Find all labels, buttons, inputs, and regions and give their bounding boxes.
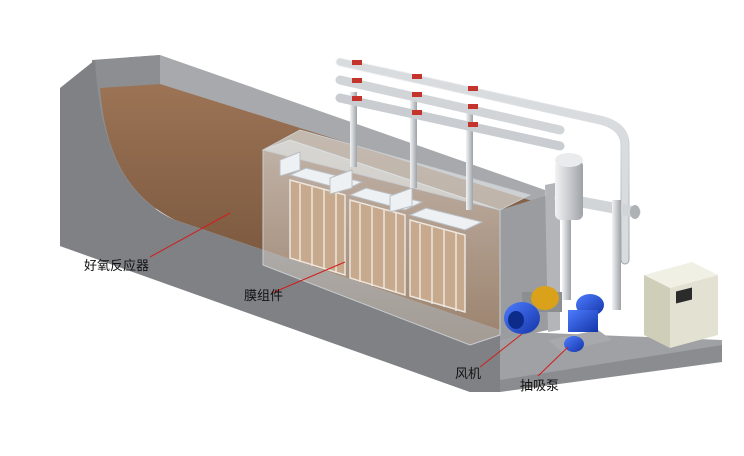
valve-icon <box>412 92 422 97</box>
blower-unit <box>504 286 562 334</box>
valve-icon <box>412 74 422 79</box>
valve-icon <box>412 110 422 115</box>
leader-line-pump <box>537 346 569 377</box>
valve-icon <box>352 96 362 101</box>
label-suction-pump: 抽吸泵 <box>520 379 559 394</box>
drop-pipes <box>350 92 473 210</box>
control-cabinet <box>644 262 718 348</box>
membrane-tank-top <box>261 129 532 211</box>
label-aerobic-reactor: 好氧反应器 <box>84 258 149 274</box>
valve-icon <box>352 60 362 65</box>
valves <box>352 60 478 127</box>
suction-pump-unit <box>548 294 612 352</box>
valve-icon <box>468 122 478 127</box>
membrane-modules <box>279 151 484 313</box>
valve-icon <box>352 78 362 83</box>
label-membrane-module: 膜组件 <box>244 289 283 304</box>
leader-lines <box>149 212 569 377</box>
cabinet-display-icon <box>676 287 692 304</box>
valve-icon <box>468 104 478 109</box>
valve-icon <box>468 86 478 91</box>
membrane-module-3 <box>408 207 484 313</box>
leader-line-blower <box>479 333 523 368</box>
leader-line-membrane <box>271 261 346 294</box>
label-blower: 风机 <box>455 367 481 382</box>
air-vessel <box>555 153 621 310</box>
leader-line-reactor <box>149 212 231 258</box>
